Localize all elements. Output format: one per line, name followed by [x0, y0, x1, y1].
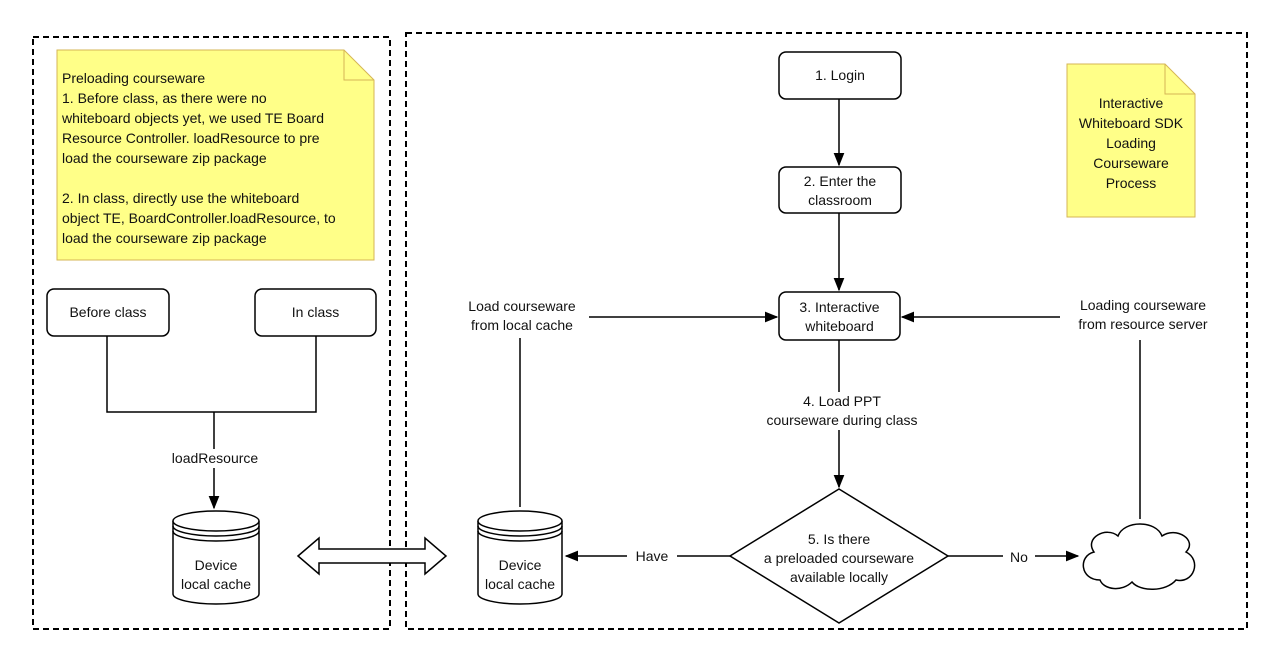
server-source-line: Loading courseware [1079, 297, 1207, 313]
decision-line: available locally [789, 569, 889, 585]
preload-note-line: load the courseware zip package [62, 230, 267, 246]
preload-note-title: Preloading courseware [62, 70, 206, 86]
login-box [778, 51, 902, 100]
resource-server-cloud [1082, 523, 1196, 590]
right-cache-line: Device [498, 557, 542, 573]
local-cache-source-line: Load courseware [468, 298, 576, 314]
whiteboard-line: whiteboard [805, 318, 874, 334]
whiteboard-line: 3. Interactive [799, 299, 880, 315]
decision-line: 5. Is there [807, 531, 871, 547]
decision-label: 5. Is there a preloaded courseware avail… [754, 530, 924, 587]
no-label: No [1003, 548, 1035, 567]
preload-note-shape [56, 49, 375, 261]
left-cache-line: local cache [180, 576, 252, 592]
enter-classroom-line: 2. Enter the [803, 173, 877, 189]
server-source-line: from resource server [1078, 316, 1208, 332]
right-cache-label: Device local cache [478, 556, 562, 594]
right-cache-line: local cache [484, 576, 556, 592]
title-note-line: Courseware [1093, 155, 1169, 171]
preload-note-line: Resource Controller. loadResource to pre [62, 130, 320, 146]
have-label: Have [627, 547, 677, 566]
preload-note-line: object TE, BoardController.loadResource,… [62, 210, 336, 226]
preload-note-line: load the courseware zip package [62, 150, 267, 166]
before-class-connector [106, 336, 214, 413]
in-class-connector [214, 336, 317, 413]
left-cache-label: Device local cache [173, 556, 259, 594]
login-label: 1. Login [815, 67, 865, 83]
right-panel-frame [405, 32, 1248, 630]
preload-note-line [62, 168, 372, 188]
title-note-line: Whiteboard SDK [1078, 115, 1184, 131]
enter-classroom-label: 2. Enter the classroom [779, 172, 901, 210]
title-note-shape [1066, 63, 1196, 218]
whiteboard-label: 3. Interactive whiteboard [779, 298, 900, 336]
load-ppt-label: 4. Load PPT courseware during class [749, 392, 935, 430]
enter-classroom-box [778, 166, 902, 214]
enter-classroom-line: classroom [808, 192, 872, 208]
server-source-label: Loading courseware from resource server [1060, 296, 1226, 334]
title-note-fold [1164, 64, 1195, 95]
preload-note-line: 2. In class, directly use the whiteboard [62, 190, 300, 206]
decision-diamond [728, 488, 950, 624]
title-note-text: Interactive Whiteboard SDK Loading Cours… [1067, 93, 1195, 193]
preload-note-line: 1. Before class, as there were no [62, 90, 267, 106]
decision-line: a preloaded courseware [763, 550, 915, 566]
title-note-line: Process [1105, 175, 1157, 191]
right-cache-cylinder [477, 510, 563, 605]
preload-note-fold [343, 50, 374, 81]
preload-note-text: Preloading courseware 1. Before class, a… [62, 68, 372, 248]
local-cache-source-line: from local cache [471, 317, 573, 333]
load-resource-label: loadResource [157, 449, 273, 468]
load-ppt-line: courseware during class [766, 412, 918, 428]
preload-note-line: whiteboard objects yet, we used TE Board [62, 110, 325, 126]
before-class-label: Before class [69, 304, 147, 320]
local-cache-source-label: Load courseware from local cache [455, 297, 589, 335]
left-panel-frame [32, 36, 391, 630]
left-cache-line: Device [194, 557, 238, 573]
title-note-line: Loading [1106, 135, 1156, 151]
left-cache-cylinder [172, 510, 260, 605]
title-note-line: Interactive [1098, 95, 1164, 111]
before-class-box [46, 288, 170, 337]
sync-double-arrow [296, 536, 448, 576]
in-class-label: In class [291, 304, 340, 320]
load-ppt-line: 4. Load PPT [803, 393, 881, 409]
